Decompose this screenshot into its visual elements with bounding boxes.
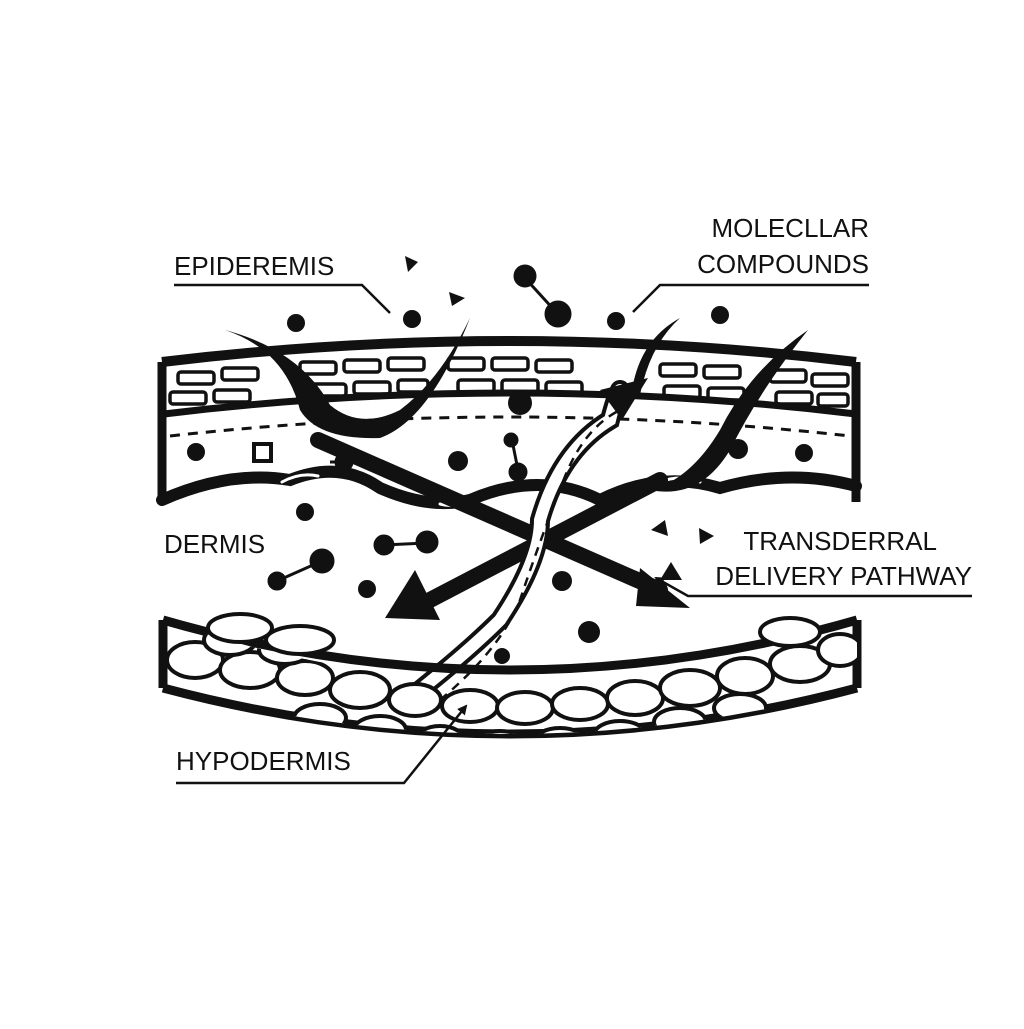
label-compounds: MOLECLLAR COMPOUNDS xyxy=(632,213,870,313)
triangle-molecule-icon xyxy=(449,292,465,306)
label-pathway: TRANSDERRAL DELIVERY PATHWAY xyxy=(654,526,972,598)
dot-molecule-icon xyxy=(578,621,600,643)
label-pathway-line1: TRANSDERRAL xyxy=(743,526,937,556)
label-dermis: DERMIS xyxy=(164,529,265,559)
dot-molecule-icon xyxy=(403,310,421,328)
dot-molecule-icon xyxy=(711,306,729,324)
hypodermis-layer xyxy=(158,612,862,739)
diagonal-shaft-right xyxy=(310,432,690,608)
dot-molecule-icon xyxy=(448,451,468,471)
transdermal-pathway-arrow xyxy=(410,378,648,701)
triangle-molecule-icon xyxy=(699,528,714,544)
bonded-molecules xyxy=(267,264,572,591)
label-pathway-line2: DELIVERY PATHWAY xyxy=(715,561,972,591)
label-dermis-text: DERMIS xyxy=(164,529,265,559)
square-molecule-icon xyxy=(252,442,273,463)
triangle-molecule-icon xyxy=(660,562,682,580)
triangle-molecule-icon xyxy=(651,520,668,536)
label-compounds-line1: MOLECLLAR xyxy=(712,213,870,243)
epidermis-layer xyxy=(157,336,861,502)
dot-molecule-icon xyxy=(187,443,205,461)
molecules xyxy=(187,256,813,664)
dot-molecule-icon xyxy=(607,312,625,330)
hair-follicle-curves xyxy=(225,318,808,492)
dot-molecule-icon xyxy=(287,314,305,332)
dot-molecule-icon xyxy=(494,648,510,664)
label-hypodermis-text: HYPODERMIS xyxy=(176,746,351,776)
bonded-molecule-icon xyxy=(513,264,572,328)
dermis-boundary xyxy=(156,465,862,510)
label-epidermis: EPIDEREMIS xyxy=(174,251,391,314)
dot-molecule-icon xyxy=(358,580,376,598)
bonded-molecule-icon xyxy=(267,548,335,591)
bonded-molecule-icon xyxy=(373,530,439,556)
label-epidermis-text: EPIDEREMIS xyxy=(174,251,334,281)
label-compounds-line2: COMPOUNDS xyxy=(697,249,869,279)
triangle-molecule-icon xyxy=(405,256,418,272)
dot-molecule-icon xyxy=(795,444,813,462)
dot-molecule-icon xyxy=(296,503,314,521)
bonded-molecule-icon xyxy=(330,452,354,472)
dot-molecule-icon xyxy=(508,391,532,415)
label-hypodermis: HYPODERMIS xyxy=(176,704,468,785)
dot-molecule-icon xyxy=(552,571,572,591)
bonded-molecule-icon xyxy=(503,432,528,482)
dot-molecule-icon xyxy=(728,439,748,459)
